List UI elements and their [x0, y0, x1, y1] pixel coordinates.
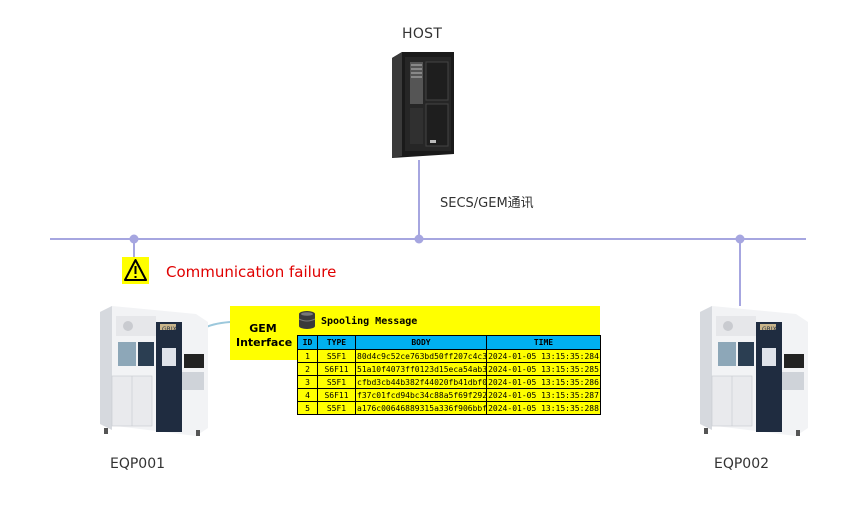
database-icon [298, 311, 316, 329]
cell-type: S5F1 [317, 349, 356, 363]
gem-label-line1: GEM [249, 322, 277, 335]
table-row: 2 S6F11 51a10f4073ff0123d15eca54ab3 2024… [297, 362, 601, 376]
cell-body: a176c00646889315a336f906bbf [355, 401, 487, 415]
gem-label-line2: Interface [236, 336, 293, 349]
table-row: 3 S5F1 cfbd3cb44b382f44020fb41dbf0 2024-… [297, 375, 601, 389]
equipment-eqp002-icon [700, 306, 808, 436]
communication-failure-text: Communication failure [166, 263, 337, 281]
junction-node-host [414, 234, 424, 244]
table-row: 4 S6F11 f37c01fcd94bc34c88a5f69f292 2024… [297, 388, 601, 402]
cell-time: 2024-01-05 13:15:35:287 [486, 388, 601, 402]
cell-id: 1 [297, 349, 318, 363]
cell-id: 2 [297, 362, 318, 376]
cell-time: 2024-01-05 13:15:35:286 [486, 375, 601, 389]
eqp002-brand-text: GRIX [762, 326, 777, 333]
table-row: 5 S5F1 a176c00646889315a336f906bbf 2024-… [297, 401, 601, 415]
cell-body: 80d4c9c52ce763bd50ff207c4c3 [355, 349, 487, 363]
warning-triangle-icon [124, 259, 147, 281]
column-header-body: BODY [355, 335, 487, 350]
cell-body: cfbd3cb44b382f44020fb41dbf0 [355, 375, 487, 389]
cell-id: 4 [297, 388, 318, 402]
host-server-icon [392, 52, 454, 158]
cell-type: S5F1 [317, 375, 356, 389]
table-row: 1 S5F1 80d4c9c52ce763bd50ff207c4c3 2024-… [297, 349, 601, 363]
junction-node-eqp002 [735, 234, 745, 244]
cell-time: 2024-01-05 13:15:35:284 [486, 349, 601, 363]
spooling-table: ID TYPE BODY TIME 1 S5F1 80d4c9c52ce763b… [297, 335, 601, 415]
warning-badge [122, 257, 149, 284]
eqp001-brand-text: GRIX [162, 326, 177, 333]
cell-type: S6F11 [317, 362, 356, 376]
host-label: HOST [402, 26, 443, 42]
spooling-title: Spooling Message [321, 316, 418, 327]
cell-id: 5 [297, 401, 318, 415]
junction-node-eqp001 [129, 234, 139, 244]
column-header-type: TYPE [317, 335, 356, 350]
column-header-id: ID [297, 335, 318, 350]
cell-type: S6F11 [317, 388, 356, 402]
cell-time: 2024-01-05 13:15:35:285 [486, 362, 601, 376]
column-header-time: TIME [486, 335, 601, 350]
equipment-eqp001-icon [100, 306, 208, 436]
cell-time: 2024-01-05 13:15:35:288 [486, 401, 601, 415]
eqp001-label: EQP001 [110, 456, 166, 472]
cell-body: f37c01fcd94bc34c88a5f69f292 [355, 388, 487, 402]
eqp002-label: EQP002 [714, 456, 770, 472]
gem-interface-label: GEM Interface [236, 322, 293, 350]
table-header-row: ID TYPE BODY TIME [297, 335, 601, 350]
cell-id: 3 [297, 375, 318, 389]
cell-type: S5F1 [317, 401, 356, 415]
link-label: SECS/GEM通讯 [440, 196, 534, 211]
cell-body: 51a10f4073ff0123d15eca54ab3 [355, 362, 487, 376]
